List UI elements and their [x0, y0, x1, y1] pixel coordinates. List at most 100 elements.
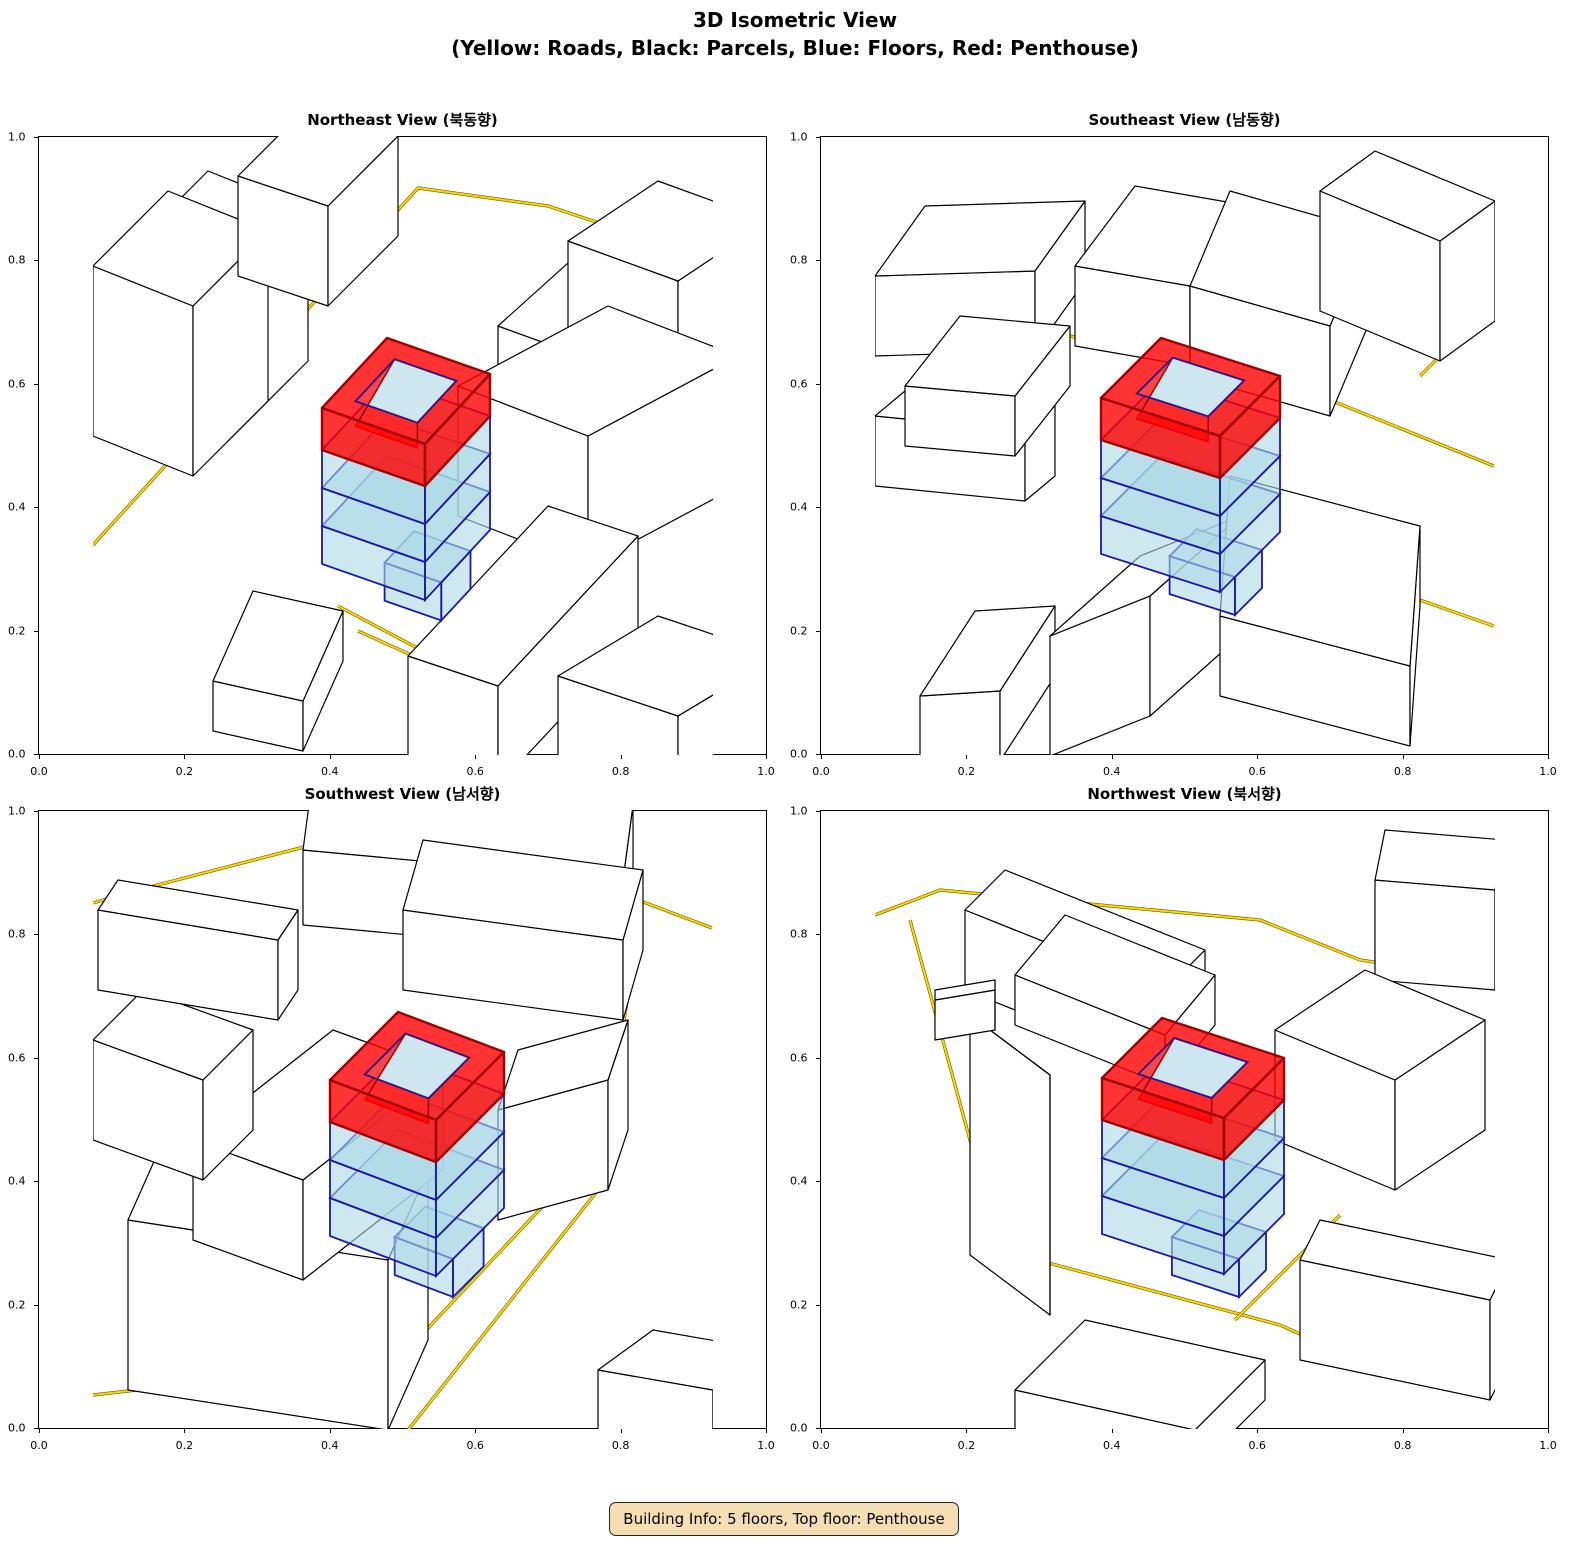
- panel-title: Southeast View (남동향): [1088, 111, 1281, 129]
- y-tick-mark: [816, 1057, 820, 1059]
- y-tick-label: 0.2: [8, 1298, 26, 1312]
- x-tick-mark: [620, 755, 622, 759]
- y-tick-label: 0.4: [8, 1174, 26, 1188]
- y-tick-mark: [816, 811, 820, 812]
- y-tick-mark: [816, 754, 820, 755]
- x-tick-mark: [39, 1429, 40, 1433]
- y-tick-mark: [34, 1181, 38, 1183]
- parcel-building: [919, 605, 1056, 755]
- y-tick-label: 0.2: [790, 624, 808, 638]
- parcel-building-top-face: [875, 200, 1086, 277]
- parcel-building: [969, 1014, 1051, 1316]
- parcel-building-top-face: [919, 605, 1056, 697]
- parcel-building-front-face: [969, 1014, 1051, 1316]
- y-tick-label: 0.8: [790, 253, 808, 267]
- x-tick-mark: [1402, 1429, 1404, 1433]
- y-tick-label: 1.0: [790, 804, 808, 818]
- penthouse-inner-edge: [1137, 1037, 1249, 1099]
- y-tick-mark: [34, 1057, 38, 1059]
- y-tick-mark: [816, 1304, 820, 1306]
- parcel-building-side-face: [677, 694, 713, 755]
- x-tick-mark: [821, 1429, 822, 1433]
- penthouse-inner-edge: [354, 358, 458, 424]
- y-tick-label: 0.8: [8, 253, 26, 267]
- y-tick-label: 0.6: [790, 377, 808, 391]
- penthouse: [1099, 336, 1282, 480]
- y-tick-mark: [34, 1304, 38, 1306]
- y-tick-label: 0.0: [8, 1421, 26, 1435]
- figure-title-line2: (Yellow: Roads, Black: Parcels, Blue: Fl…: [451, 36, 1139, 60]
- x-tick-mark: [184, 755, 186, 759]
- x-tick-label: 0.8: [1393, 1439, 1412, 1452]
- x-tick-mark: [1402, 755, 1404, 759]
- x-tick-mark: [329, 1429, 331, 1433]
- parcel-building-top-face: [402, 839, 644, 941]
- x-tick-label: 0.0: [30, 1439, 48, 1452]
- parcel-building: [934, 979, 996, 1041]
- panel-title: Northeast View (북동향): [307, 111, 498, 129]
- x-tick-mark: [1111, 755, 1113, 759]
- x-tick-label: 0.6: [466, 765, 484, 778]
- parcel-building-top-face: [557, 615, 713, 717]
- penthouse: [1100, 1016, 1286, 1162]
- y-tick-label: 1.0: [790, 130, 808, 144]
- parcel-building-top-face: [407, 505, 639, 687]
- penthouse-inner-edge: [1135, 356, 1246, 418]
- y-tick-mark: [34, 934, 38, 936]
- x-tick-mark: [39, 755, 40, 759]
- parcel-building: [597, 1329, 713, 1429]
- penthouse-inner-edge: [363, 1032, 471, 1100]
- x-tick-mark: [1548, 1429, 1549, 1433]
- scene-content: [93, 810, 713, 1429]
- parcel-building-top-face: [237, 136, 399, 207]
- isometric-scene: [93, 810, 713, 1429]
- y-tick-label: 0.8: [790, 927, 808, 941]
- parcel-building: [93, 989, 254, 1181]
- penthouse-side-face: [434, 1050, 506, 1164]
- x-tick-mark: [966, 755, 968, 759]
- parcel-building: [497, 1019, 629, 1221]
- parcel-building-front-face: [1049, 595, 1151, 755]
- y-tick-mark: [34, 260, 38, 262]
- x-tick-label: 0.4: [1103, 1439, 1121, 1452]
- parcel-building: [93, 190, 269, 477]
- y-tick-mark: [816, 260, 820, 262]
- parcel-building: [1299, 1219, 1495, 1401]
- x-tick-label: 1.0: [757, 765, 775, 778]
- x-tick-label: 0.8: [1393, 765, 1412, 778]
- y-tick-mark: [34, 1428, 38, 1429]
- panel-title: Southwest View (남서향): [304, 785, 501, 803]
- x-tick-label: 0.4: [1103, 765, 1121, 778]
- parcel-building: [212, 590, 344, 752]
- x-tick-mark: [475, 755, 477, 759]
- x-tick-mark: [766, 755, 767, 759]
- x-tick-label: 0.2: [957, 765, 976, 778]
- parcel-building: [407, 505, 639, 755]
- x-tick-mark: [966, 1429, 968, 1433]
- parcel-building-front-face: [1374, 879, 1495, 991]
- parcel-building: [1374, 829, 1495, 991]
- parcel-building: [557, 615, 713, 755]
- x-tick-label: 0.2: [175, 1439, 194, 1452]
- y-tick-mark: [816, 934, 820, 936]
- x-tick-mark: [184, 1429, 186, 1433]
- x-tick-mark: [1257, 755, 1259, 759]
- y-tick-label: 0.2: [790, 1298, 808, 1312]
- isometric-scene: [875, 150, 1495, 755]
- y-tick-mark: [816, 1181, 820, 1183]
- parcel-building-top-face: [1274, 969, 1486, 1081]
- parcel-building-top-face: [1374, 829, 1495, 891]
- y-tick-mark: [34, 137, 38, 138]
- penthouse: [320, 336, 492, 488]
- x-tick-mark: [475, 1429, 477, 1433]
- x-tick-label: 0.6: [466, 1439, 484, 1452]
- x-tick-mark: [1257, 1429, 1259, 1433]
- y-tick-mark: [34, 383, 38, 385]
- y-tick-label: 0.0: [8, 747, 26, 761]
- y-tick-mark: [816, 383, 820, 385]
- parcel-building-top-face: [97, 879, 299, 941]
- parcel-building: [1274, 969, 1486, 1191]
- figure-title: 3D Isometric View (Yellow: Roads, Black:…: [0, 6, 1590, 62]
